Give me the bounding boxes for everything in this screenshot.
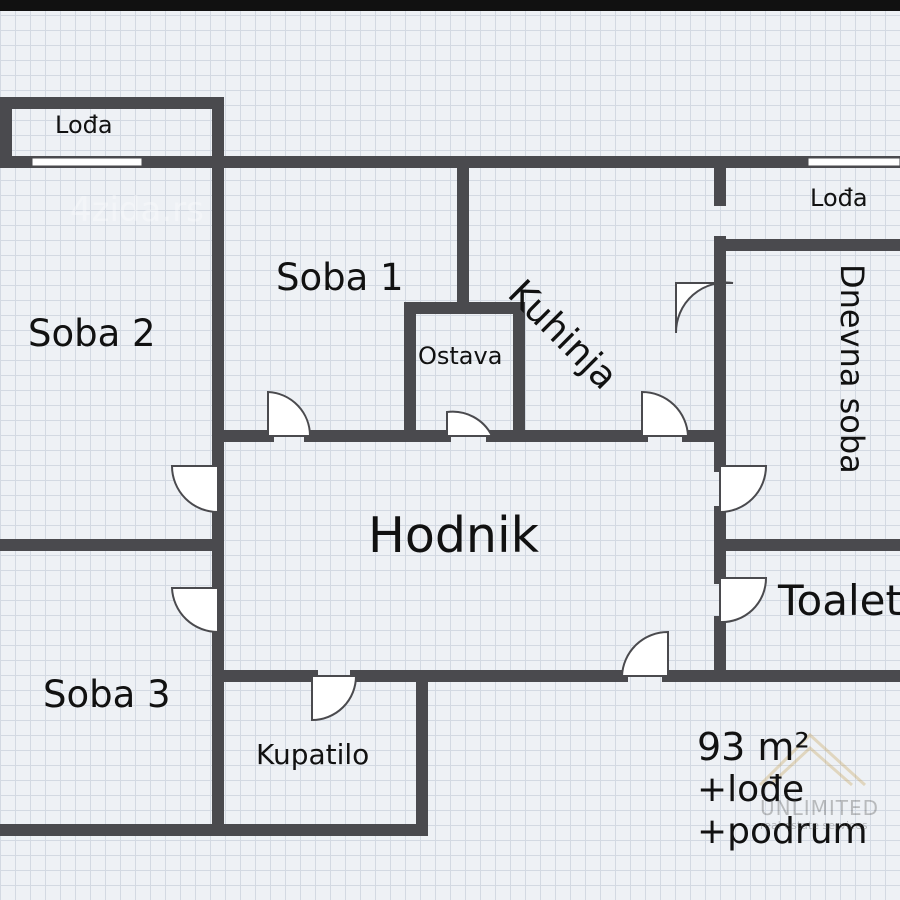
window [807, 157, 900, 167]
room-label-ostava: Ostava [418, 342, 503, 370]
area-extra-podrum: +podrum [697, 811, 868, 852]
door-swing [719, 465, 768, 514]
room-label-hodnik: Hodnik [368, 507, 539, 564]
room-label-kupatilo: Kupatilo [256, 738, 370, 771]
room-label-soba-2: Soba 2 [28, 312, 156, 355]
door-swing [641, 390, 690, 437]
room-label-lodja-left: Lođa [55, 111, 113, 139]
watermark-site: 4zida.rs [70, 190, 204, 230]
room-label-soba-3: Soba 3 [43, 673, 171, 716]
door-swing [719, 577, 768, 624]
door-swing [620, 630, 669, 677]
brand-logo [758, 732, 867, 787]
door-swing [170, 587, 219, 634]
top-bar [0, 0, 900, 11]
room-label-lodja-right: Lođa [810, 184, 868, 212]
room-label-soba-1: Soba 1 [276, 256, 404, 299]
door-swing [170, 465, 219, 514]
room-label-dnevna-soba: Dnevna soba [833, 264, 871, 474]
door-swing [674, 281, 734, 334]
watermark-brand: UNLIMITED [760, 796, 880, 820]
door-swing [311, 675, 358, 722]
door-swing [267, 390, 312, 437]
area-extra-lodje: +lođe [697, 769, 805, 810]
room-label-toalet: Toalet [778, 576, 900, 625]
area-total: 93 m² [697, 725, 810, 769]
window [31, 157, 143, 167]
watermark-brand-sub: real estate services [760, 819, 868, 832]
door-swing [446, 410, 494, 437]
